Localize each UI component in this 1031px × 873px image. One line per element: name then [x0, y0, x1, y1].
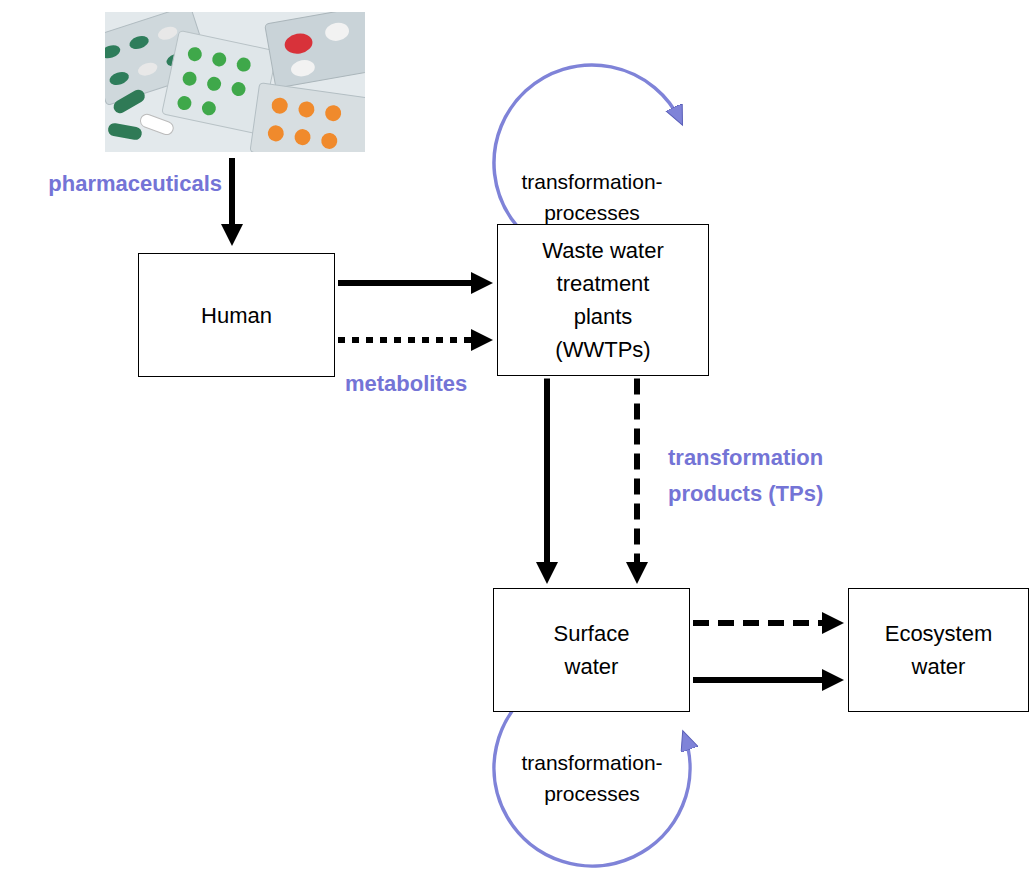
- flow-arrow: [544, 379, 550, 567]
- flow-arrow: [338, 280, 475, 286]
- process-label: transformation- processes: [502, 747, 682, 809]
- intake-arrow: [229, 158, 235, 228]
- actor-box: Human: [138, 253, 335, 377]
- process-box: Waste water treatment plants (WWTPs): [497, 224, 709, 376]
- transformation-loop: [494, 65, 681, 248]
- node-text: Surface water: [542, 617, 642, 683]
- transformation-loop: [494, 688, 690, 866]
- tp-arrow: [634, 379, 640, 567]
- node-text: Waste water treatment plants (WWTPs): [533, 234, 673, 366]
- compartment-box: Ecosystem water: [848, 588, 1029, 712]
- node-text: Ecosystem water: [881, 617, 996, 683]
- tp-arrow: [693, 620, 826, 626]
- pharmaceuticals-photo: [105, 12, 365, 152]
- flow-arrow: [693, 677, 826, 683]
- input-label: pharmaceuticals: [8, 166, 222, 202]
- edge-label: metabolites: [345, 366, 515, 402]
- edge-label: transformation products (TPs): [668, 440, 883, 512]
- metabolite-arrow: [338, 337, 475, 343]
- compartment-box: Surface water: [493, 588, 690, 712]
- blister-pack: [265, 12, 365, 88]
- blister-pack: [250, 83, 365, 152]
- capsules: [107, 87, 175, 141]
- node-text: Human: [201, 299, 272, 332]
- process-label: transformation- processes: [502, 166, 682, 228]
